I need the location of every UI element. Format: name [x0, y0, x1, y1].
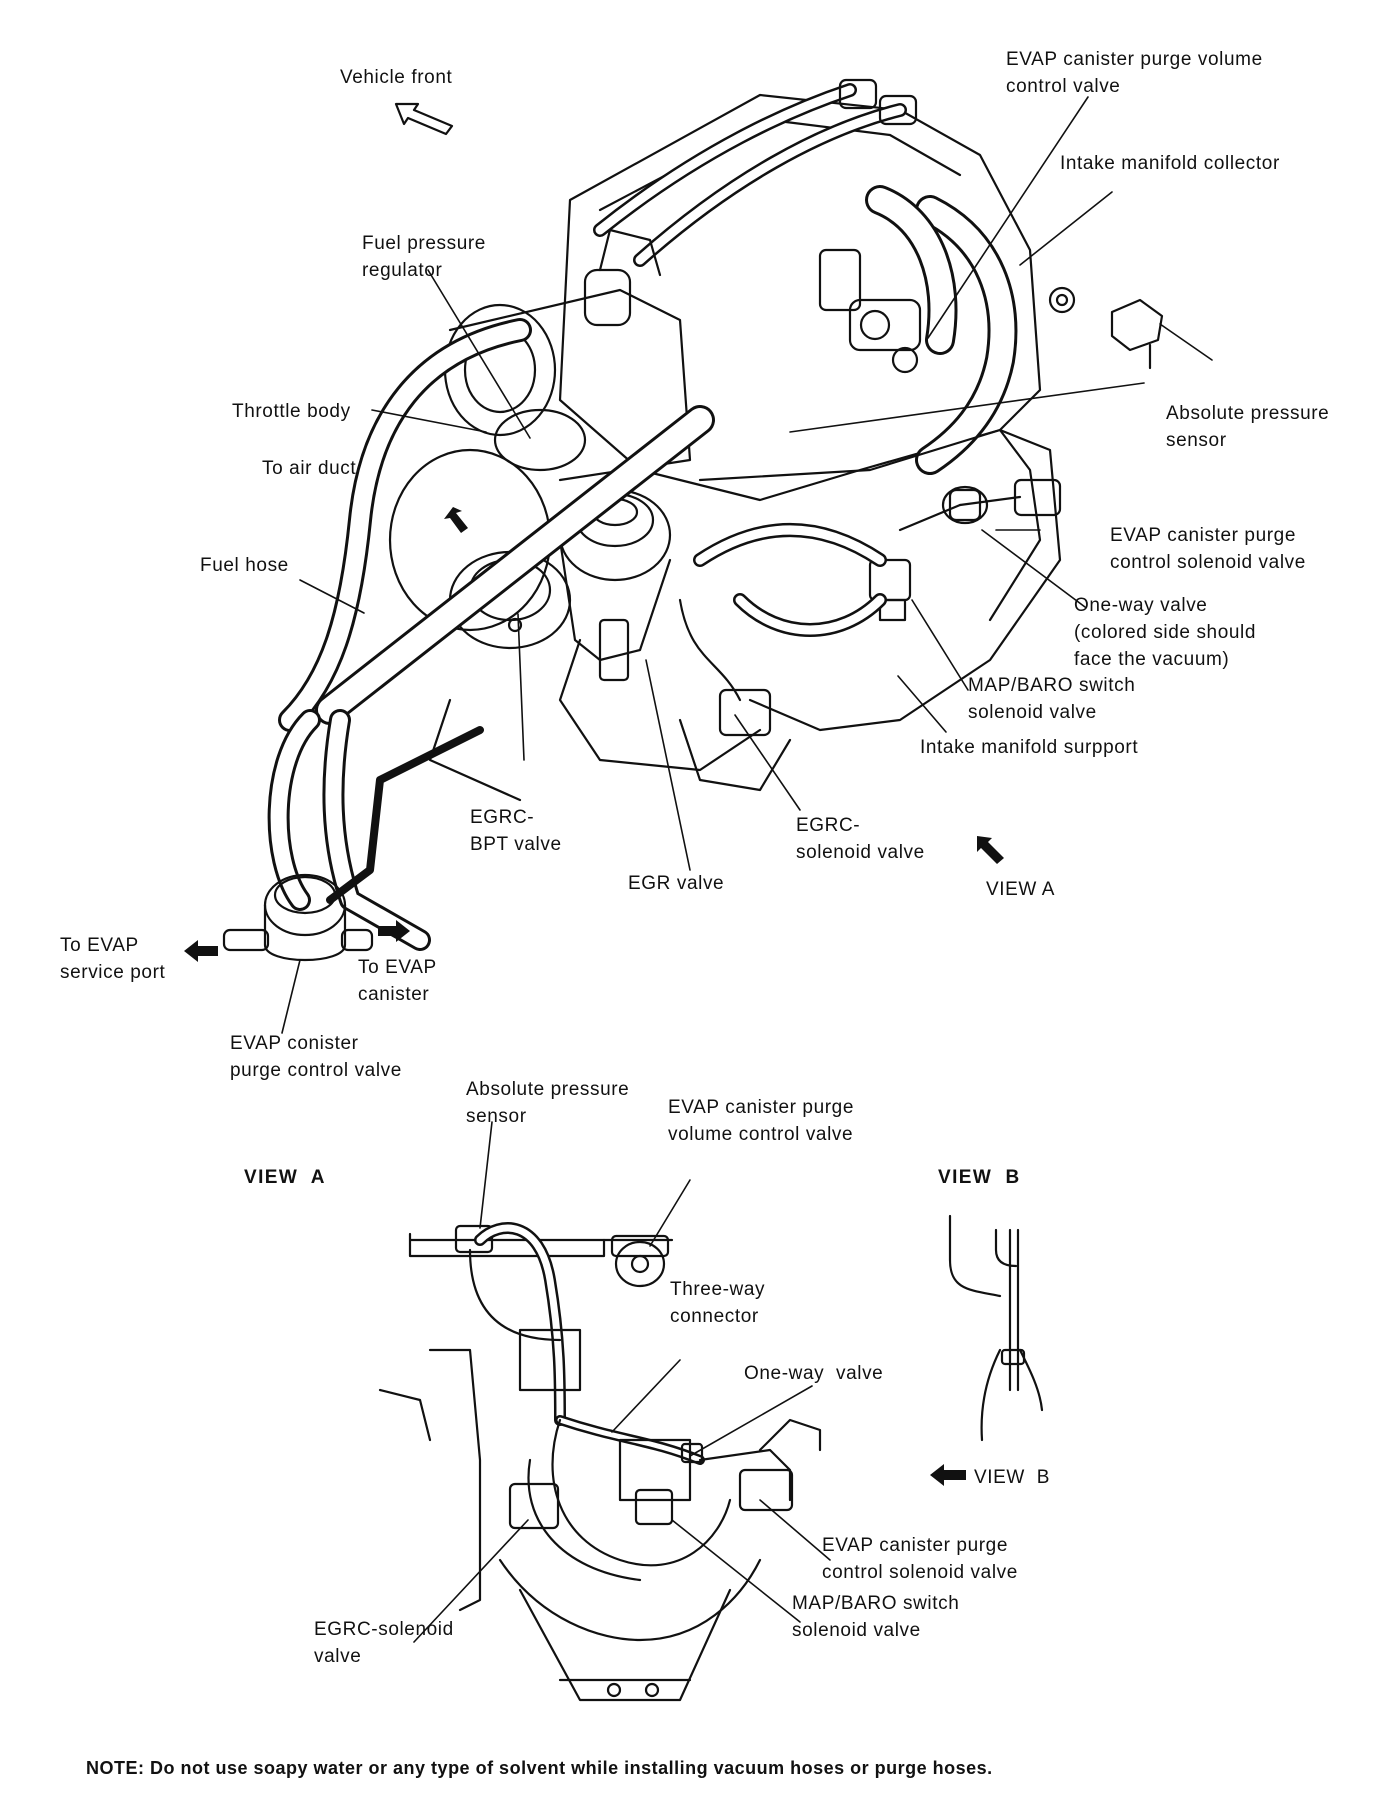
- label-to-air-duct: To air duct: [262, 458, 357, 479]
- engine-illustration: [222, 78, 1164, 961]
- label-map-baro-bottom: MAP/BARO switch solenoid valve: [792, 1593, 960, 1641]
- label-to-evap-service-port: To EVAP service port: [60, 935, 166, 983]
- view-a-illustration: [378, 1222, 822, 1702]
- label-absolute-pressure-bottom: Absolute pressure sensor: [466, 1079, 630, 1127]
- view-b-illustration: [948, 1214, 1044, 1442]
- label-evap-purge-control-valve: EVAP conister purge control valve: [230, 1033, 402, 1081]
- label-egrc-bpt-valve: EGRC- BPT valve: [470, 807, 562, 855]
- label-map-baro-top: MAP/BARO switch solenoid valve: [968, 675, 1136, 723]
- heading-view-a: VIEW A: [244, 1167, 326, 1188]
- label-egr-valve: EGR valve: [628, 873, 725, 894]
- vehicle-front-arrow: [394, 102, 454, 136]
- label-view-b-arrow: VIEW B: [974, 1467, 1050, 1488]
- view-a-arrow-icon: [977, 836, 1004, 864]
- label-to-evap-canister: To EVAP canister: [358, 957, 437, 1005]
- label-view-a-arrow: VIEW A: [986, 879, 1056, 900]
- label-egrc-solenoid-bottom: EGRC-solenoid valve: [314, 1619, 454, 1667]
- label-evap-purge-solenoid-bottom: EVAP canister purge control solenoid val…: [822, 1535, 1018, 1583]
- heading-view-b: VIEW B: [938, 1167, 1021, 1188]
- label-intake-collector: Intake manifold collector: [1060, 153, 1280, 174]
- label-vehicle-front: Vehicle front: [340, 67, 453, 88]
- to-air-duct-arrow: [444, 507, 468, 533]
- label-one-way-valve-bottom: One-way valve: [744, 1363, 884, 1384]
- label-egrc-solenoid-top: EGRC- solenoid valve: [796, 815, 925, 863]
- label-fuel-pressure-regulator: Fuel pressure regulator: [362, 233, 486, 281]
- label-evap-purge-volume-top: EVAP canister purge volume control valve: [1006, 49, 1263, 97]
- view-b-arrow-icon: [930, 1464, 966, 1486]
- installation-note: NOTE: Do not use soapy water or any type…: [86, 1758, 993, 1778]
- label-throttle-body: Throttle body: [232, 401, 351, 422]
- to-evap-canister-arrow: [378, 920, 410, 942]
- label-fuel-hose: Fuel hose: [200, 555, 289, 576]
- label-absolute-pressure-top: Absolute pressure sensor: [1166, 403, 1330, 451]
- to-evap-service-arrow: [184, 940, 218, 962]
- leader-lines-upper: [281, 96, 1213, 1034]
- label-evap-purge-volume-bottom: EVAP canister purge volume control valve: [668, 1097, 855, 1145]
- label-intake-manifold-support: Intake manifold surpport: [920, 737, 1139, 758]
- label-evap-purge-solenoid-top: EVAP canister purge control solenoid val…: [1110, 525, 1306, 573]
- label-three-way-connector: Three-way connector: [670, 1279, 766, 1327]
- label-one-way-valve-top: One-way valve (colored side should face …: [1074, 595, 1257, 670]
- leader-lines-lower: [413, 1121, 831, 1643]
